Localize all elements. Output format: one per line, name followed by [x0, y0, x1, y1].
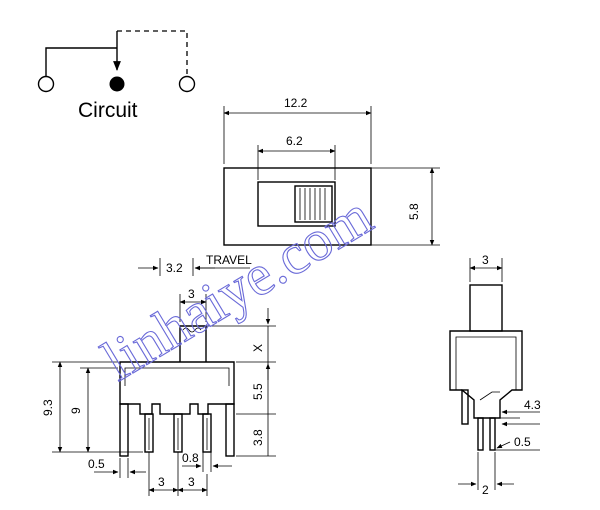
end-view: 3 4.3 0.5 2	[449, 253, 541, 497]
circuit-contact-dashed	[117, 30, 188, 76]
circuit-label: Circuit	[78, 99, 138, 122]
dim-4-3: 4.3	[524, 398, 541, 412]
side-leg-left	[119, 403, 129, 457]
dim-end-3: 3	[482, 253, 489, 267]
end-housing	[449, 330, 523, 419]
dim-actuator-3: 3	[188, 287, 195, 301]
end-pin-a	[477, 417, 484, 451]
dim-end-0-5: 0.5	[514, 435, 531, 449]
dim-0-8: 0.8	[182, 451, 199, 465]
side-actuator	[179, 325, 207, 362]
circuit-symbol: Circuit	[37, 30, 196, 122]
dim-9-3: 9.3	[41, 399, 55, 416]
side-view: 3.2 TRAVEL 3 X 5.5 3.8 9.3 9 0.5	[41, 253, 276, 496]
dim-6-2: 6.2	[286, 134, 303, 148]
dim-12-2: 12.2	[284, 96, 308, 110]
circuit-terminal-left	[37, 75, 55, 93]
end-mount-leg	[461, 389, 469, 425]
side-pin-3	[202, 413, 212, 453]
side-housing	[119, 361, 235, 415]
dim-pitch-right: 3	[188, 475, 195, 489]
top-view: 12.2 6.2 5.8	[223, 96, 440, 246]
dim-end-2: 2	[482, 483, 489, 497]
circuit-terminal-right	[178, 75, 196, 93]
end-actuator	[469, 284, 503, 332]
dim-3-8: 3.8	[251, 429, 265, 446]
side-actuator-break	[182, 327, 202, 333]
circuit-contact-solid	[45, 47, 117, 76]
top-view-slot	[257, 181, 336, 227]
dim-x: X	[251, 344, 265, 352]
watermark: linhaiye.com	[91, 182, 383, 393]
circuit-terminal-center	[109, 76, 125, 92]
dim-pitch-left: 3	[158, 475, 165, 489]
actuator-ridges	[299, 188, 326, 220]
dim-9: 9	[69, 407, 83, 414]
dim-5-8: 5.8	[407, 203, 421, 220]
top-view-actuator	[294, 185, 333, 223]
end-pin-b	[489, 417, 496, 451]
top-view-body	[223, 167, 372, 246]
side-housing-inner	[124, 367, 230, 386]
dim-5-5: 5.5	[251, 383, 265, 400]
side-leg-right	[225, 403, 235, 457]
travel-label: TRAVEL	[206, 253, 252, 267]
dim-0-5-side: 0.5	[88, 457, 105, 471]
dim-3-2: 3.2	[166, 261, 183, 275]
